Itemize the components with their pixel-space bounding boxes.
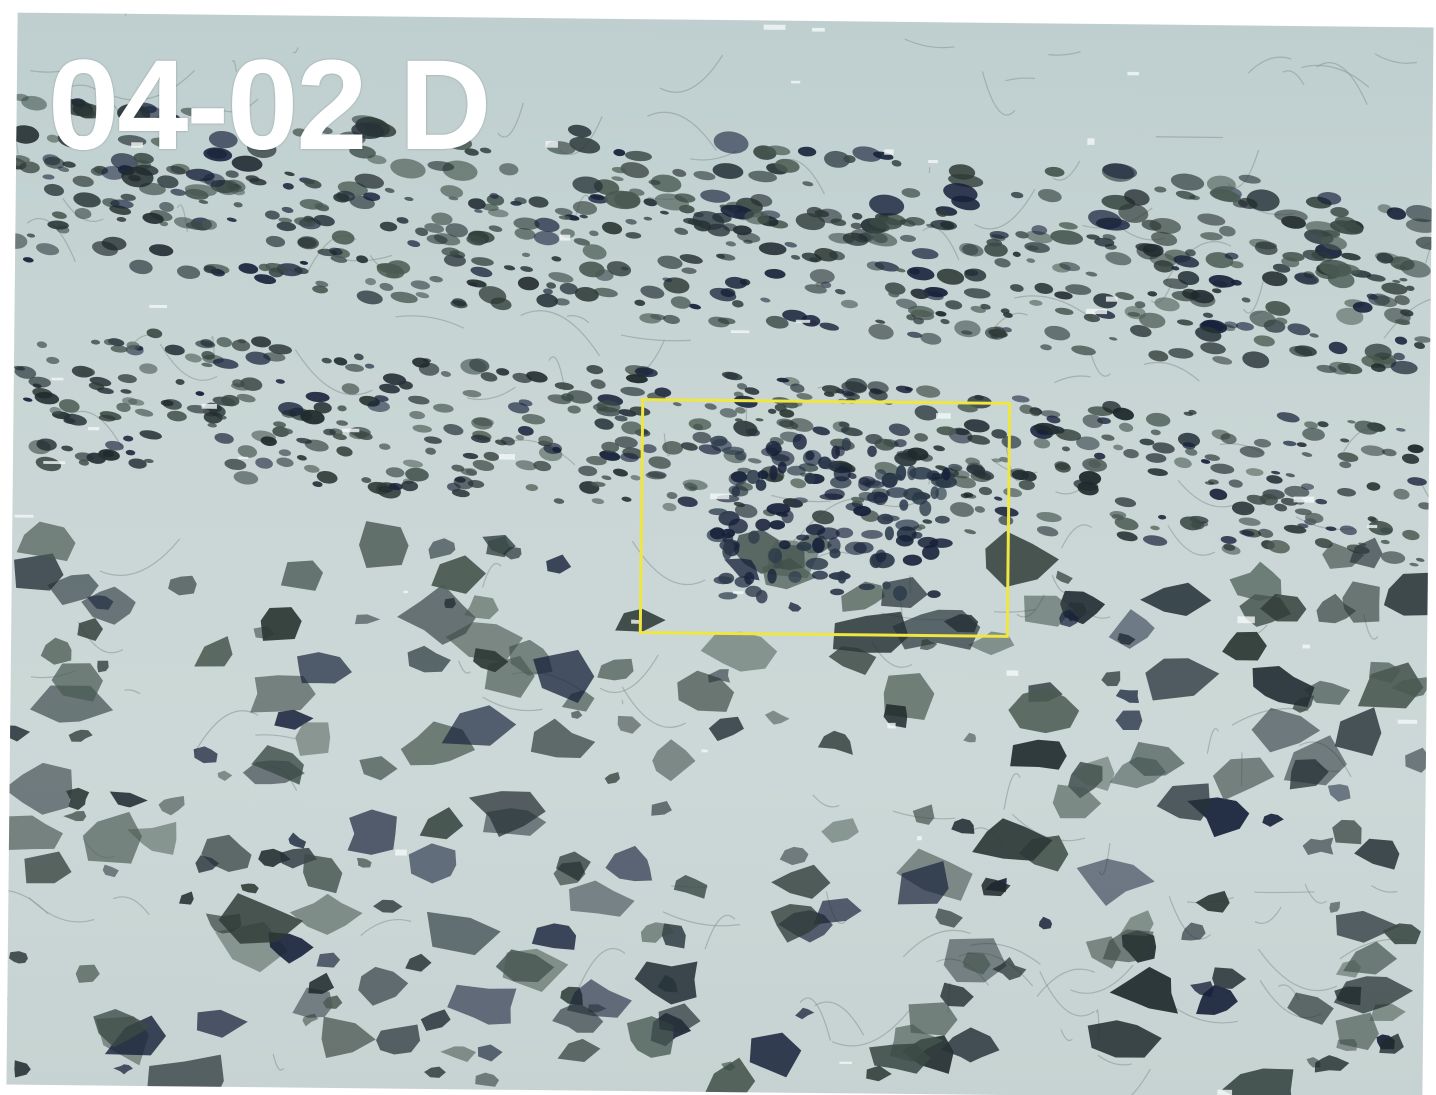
sample-label: 04-02 D [48,34,491,177]
mineral-grains [6,12,1434,1095]
thin-section-micrograph [6,12,1434,1095]
highlight-box[interactable] [638,398,1012,638]
